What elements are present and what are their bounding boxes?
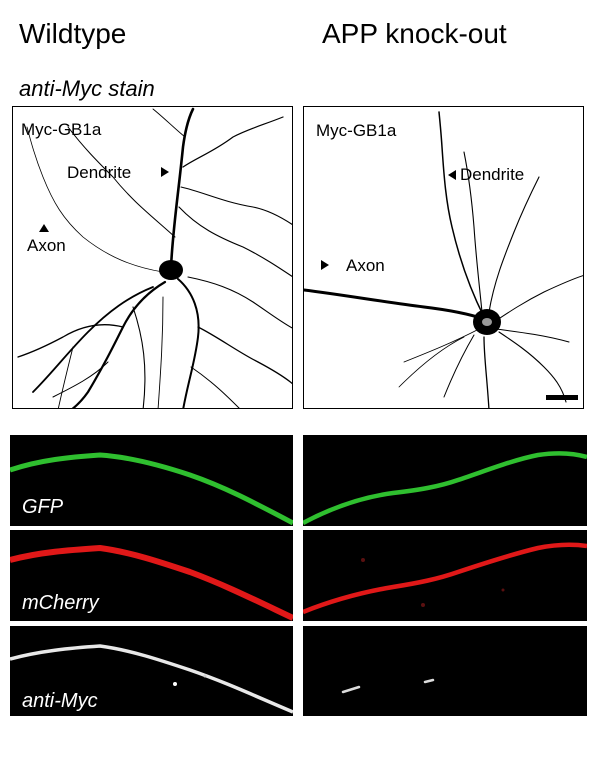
knockout-antimyc-strip bbox=[303, 626, 587, 716]
knockout-dendrite-label: Dendrite bbox=[460, 165, 525, 184]
knockout-construct-label: Myc-GB1a bbox=[316, 121, 397, 140]
knockout-gfp-strip bbox=[303, 435, 587, 526]
app-knockout-title: APP knock-out bbox=[322, 18, 507, 49]
wildtype-antimyc-fiber bbox=[10, 644, 293, 714]
knockout-axon-arrow-icon bbox=[321, 260, 329, 270]
wildtype-dendrite-arrow-icon bbox=[161, 167, 169, 177]
knockout-antimyc-fiber bbox=[341, 678, 435, 694]
knockout-dendrite-arrow-icon bbox=[448, 170, 456, 180]
knockout-neuron-image bbox=[304, 111, 583, 408]
knockout-neuron-panel: Myc-GB1a Dendrite Axon bbox=[303, 106, 584, 409]
knockout-axon-label: Axon bbox=[346, 256, 385, 275]
wildtype-gfp-label: GFP bbox=[22, 496, 64, 518]
wildtype-neuron-panel: Myc-GB1a Dendrite Axon bbox=[12, 106, 293, 409]
wildtype-mcherry-fiber bbox=[10, 544, 293, 621]
wildtype-mcherry-strip: mCherry bbox=[10, 530, 293, 621]
wildtype-neuron-image bbox=[17, 107, 292, 408]
wildtype-gfp-fiber bbox=[10, 452, 293, 526]
stain-subtitle: anti-Myc stain bbox=[19, 76, 155, 101]
wildtype-antimyc-label: anti-Myc bbox=[22, 690, 98, 712]
scale-bar bbox=[546, 395, 578, 400]
wildtype-gfp-strip: GFP bbox=[10, 435, 293, 526]
knockout-mcherry-strip bbox=[303, 530, 587, 621]
wildtype-title: Wildtype bbox=[19, 18, 127, 49]
wildtype-axon-label: Axon bbox=[27, 236, 66, 255]
knockout-gfp-fiber bbox=[303, 451, 587, 525]
wildtype-axon-arrow-icon bbox=[39, 224, 49, 232]
wildtype-dendrite-label: Dendrite bbox=[67, 163, 132, 182]
wildtype-construct-label: Myc-GB1a bbox=[21, 120, 102, 139]
wildtype-antimyc-strip: anti-Myc bbox=[10, 626, 293, 716]
wildtype-mcherry-label: mCherry bbox=[22, 592, 99, 614]
knockout-mcherry-fiber bbox=[303, 542, 587, 615]
